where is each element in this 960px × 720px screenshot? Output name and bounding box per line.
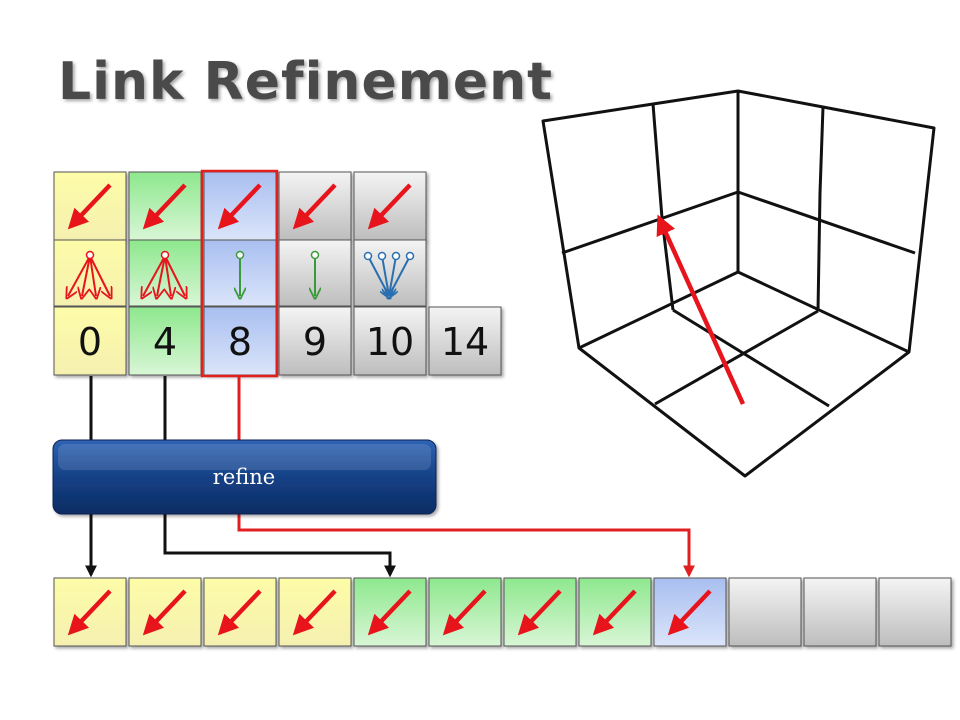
offset-value-0: 0 [78,320,102,364]
refined-link-arrows [67,589,712,636]
refine-label: refine [213,465,275,489]
offset-cell-2 [203,306,277,376]
refined-cell-6 [503,577,577,647]
offset-cell-0 [53,306,127,376]
fan-cell-4 [353,239,427,307]
offset-value-1: 4 [153,320,177,364]
link-arrow-3 [292,183,337,230]
child-fan-2 [237,250,244,297]
child-fans-row [68,250,415,297]
offset-cell-1 [128,306,202,376]
refined-cell-4 [353,577,427,647]
offset-value-5: 14 [441,320,489,364]
refined-arrow-7 [592,589,637,636]
offset-cell-3 [278,306,352,376]
link-arrow-0 [67,183,112,230]
refined-arrow-1 [142,589,187,636]
offset-value-4: 10 [366,320,414,364]
offset-cell-5 [428,306,502,376]
link-arrow-on-cube [656,214,746,405]
child-fan-4 [363,251,415,297]
link-arrow-1 [142,183,187,230]
refined-arrow-8 [667,589,712,636]
refined-cell-9 [728,577,802,647]
slide-title: Link Refinement [58,52,554,112]
link-arrow-4 [367,183,412,230]
offset-cells-row: 0 4 8 9 10 14 [53,306,502,376]
child-fan-0 [68,250,110,297]
refined-arrow-3 [292,589,337,636]
refined-arrow-6 [517,589,562,636]
refine-button[interactable]: refine [52,439,437,515]
fan-cell-1 [128,239,202,307]
refined-links-row [53,577,952,647]
refined-arrow-2 [217,589,262,636]
offset-cell-4 [353,306,427,376]
refined-cell-10 [803,577,877,647]
child-fan-1 [143,250,185,297]
refined-arrow-5 [442,589,487,636]
offset-value-3: 9 [303,320,327,364]
child-fan-3 [312,250,319,297]
refined-cell-11 [878,577,952,647]
offset-value-2: 8 [228,320,252,364]
refined-arrow-0 [67,589,112,636]
fan-cell-0 [53,239,127,307]
cube-corner-wireframe [541,89,936,478]
link-arrow-2 [217,183,262,230]
link-arrows-top-row [67,183,412,230]
refined-arrow-4 [367,589,412,636]
